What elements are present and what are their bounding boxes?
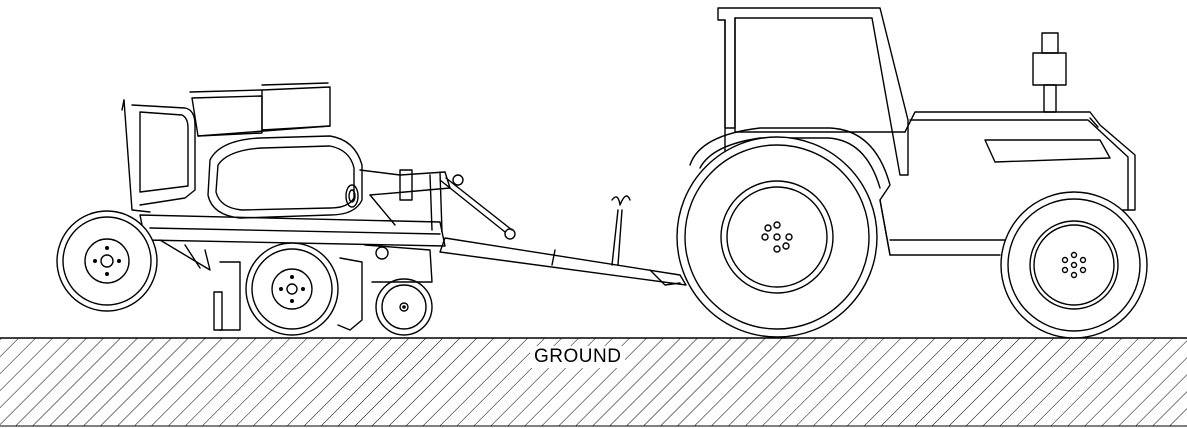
hood-grille-panel: [984, 139, 1111, 163]
toolbar-frame: [139, 169, 451, 247]
rear-hub-bolts-icon: [761, 221, 793, 253]
tractor-front-wheel: [1000, 191, 1148, 339]
center-drive-wheel: [245, 242, 339, 336]
press-wheel: [375, 278, 433, 336]
drawbar: [439, 195, 687, 286]
tractor: [676, 7, 1148, 339]
ground-label: GROUND: [530, 346, 626, 368]
planter: [56, 82, 516, 336]
hydraulic-link: [399, 169, 516, 240]
exhaust-stack: [1032, 32, 1067, 113]
tractor-rear-wheel: [676, 136, 878, 338]
left-transport-wheel: [56, 210, 158, 312]
tractor-fender: [689, 127, 1006, 256]
tractor-hood: [904, 111, 1136, 211]
seed-hopper: [189, 82, 331, 137]
hitch-jack-stand: [611, 195, 631, 266]
marker-frame: [121, 99, 196, 213]
front-hub-bolts-icon: [1061, 251, 1087, 279]
fertilizer-tank: [207, 135, 363, 219]
row-unit: [159, 239, 433, 331]
